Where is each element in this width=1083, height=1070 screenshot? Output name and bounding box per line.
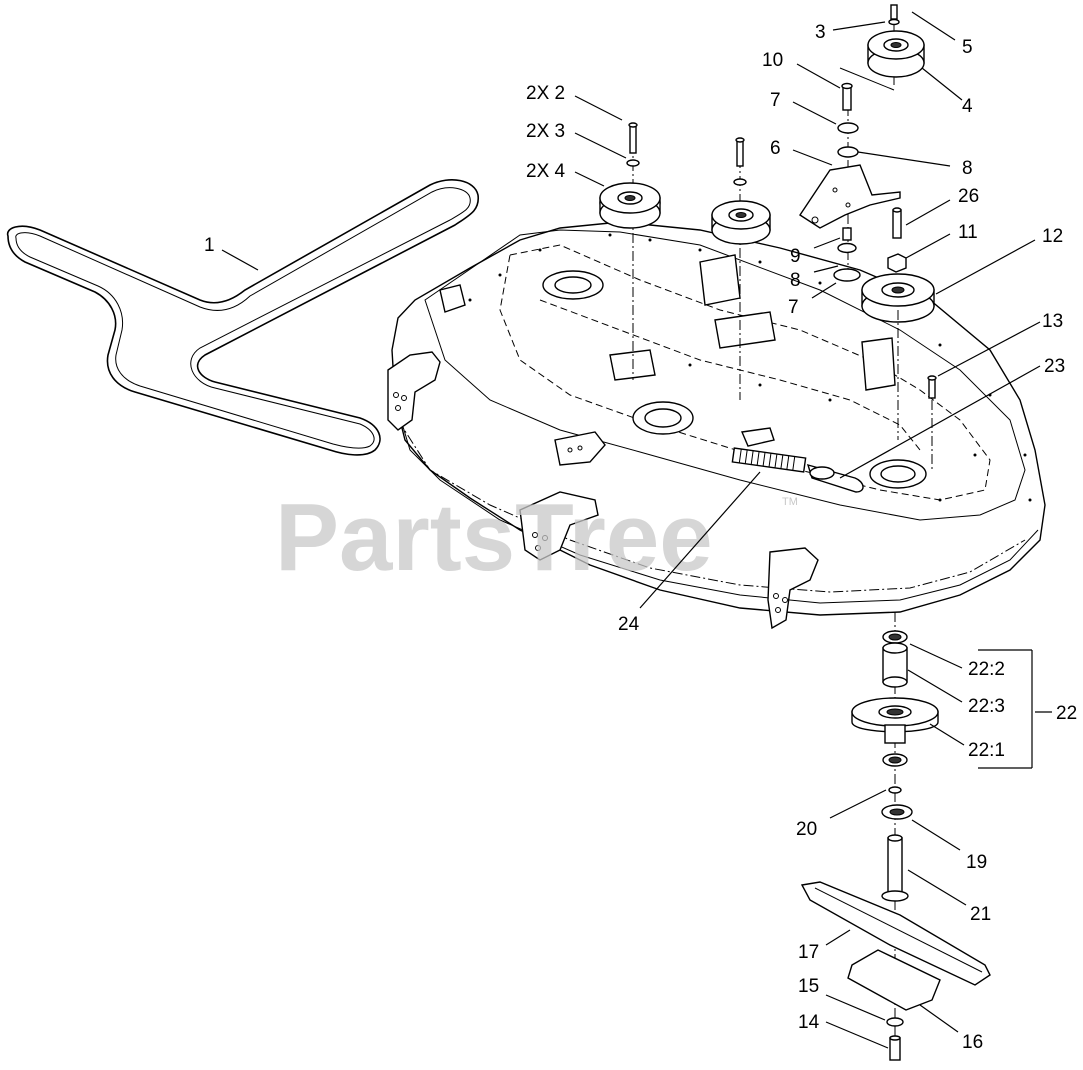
label-washer-upper: 8: [962, 158, 973, 179]
spindle-stack: [800, 612, 991, 1061]
label-spindle-shaft: 21: [970, 904, 991, 925]
label-spacer-tube: 22:3: [968, 696, 1005, 717]
label-idler-arm: 6: [770, 138, 781, 159]
leader-lines: [221, 11, 1052, 1049]
label-bolt-top: 5: [962, 37, 973, 58]
label-bolt-deck: 13: [1042, 311, 1063, 332]
label-spindle-pulley: 12: [1042, 226, 1063, 247]
label-blade: 17: [798, 942, 819, 963]
label-washer-lower: 8: [790, 270, 801, 291]
label-washer-top: 3: [815, 22, 826, 43]
label-spacer-lower: 7: [788, 297, 799, 318]
watermark-trademark: TM: [782, 496, 798, 508]
label-pivot-bolt: 26: [958, 186, 979, 207]
label-spacer-upper: 7: [770, 90, 781, 111]
idler-stack-left: [599, 122, 661, 380]
label-spindle-ring: 20: [796, 819, 817, 840]
label-spindle-washer: 19: [966, 852, 987, 873]
watermark-text: PartsTree: [275, 484, 713, 591]
label-blade-washer: 15: [798, 976, 819, 997]
label-nut: 11: [958, 222, 978, 243]
label-bolt-2x: 2X 2: [526, 83, 565, 104]
label-idler-top: 4: [962, 96, 973, 117]
idler-stack-top-right: [839, 4, 925, 91]
tension-spring: [731, 427, 864, 493]
label-spindle-assembly: 22: [1056, 703, 1077, 724]
label-washer-2x: 2X 3: [526, 121, 565, 142]
label-belt: 1: [204, 235, 215, 256]
idler-arm-assembly: [799, 82, 937, 470]
label-bushing: 9: [790, 246, 801, 267]
label-spring: 24: [618, 614, 640, 635]
label-spring-rod: 23: [1044, 356, 1065, 377]
label-bolt-arm: 10: [762, 50, 783, 71]
label-blade-plate: 16: [962, 1032, 983, 1053]
drive-belt: [6, 179, 480, 456]
label-bearing: 22:2: [968, 659, 1005, 680]
idler-stack-middle: [711, 137, 771, 400]
label-blade-bolt: 14: [798, 1012, 820, 1033]
callout-labels: 1 2X 2 2X 3 2X 4 3 5 4 10 7 6 8 26 9 11 …: [204, 22, 1077, 1053]
label-idler-2x: 2X 4: [526, 161, 566, 182]
label-spindle-housing: 22:1: [968, 740, 1005, 761]
